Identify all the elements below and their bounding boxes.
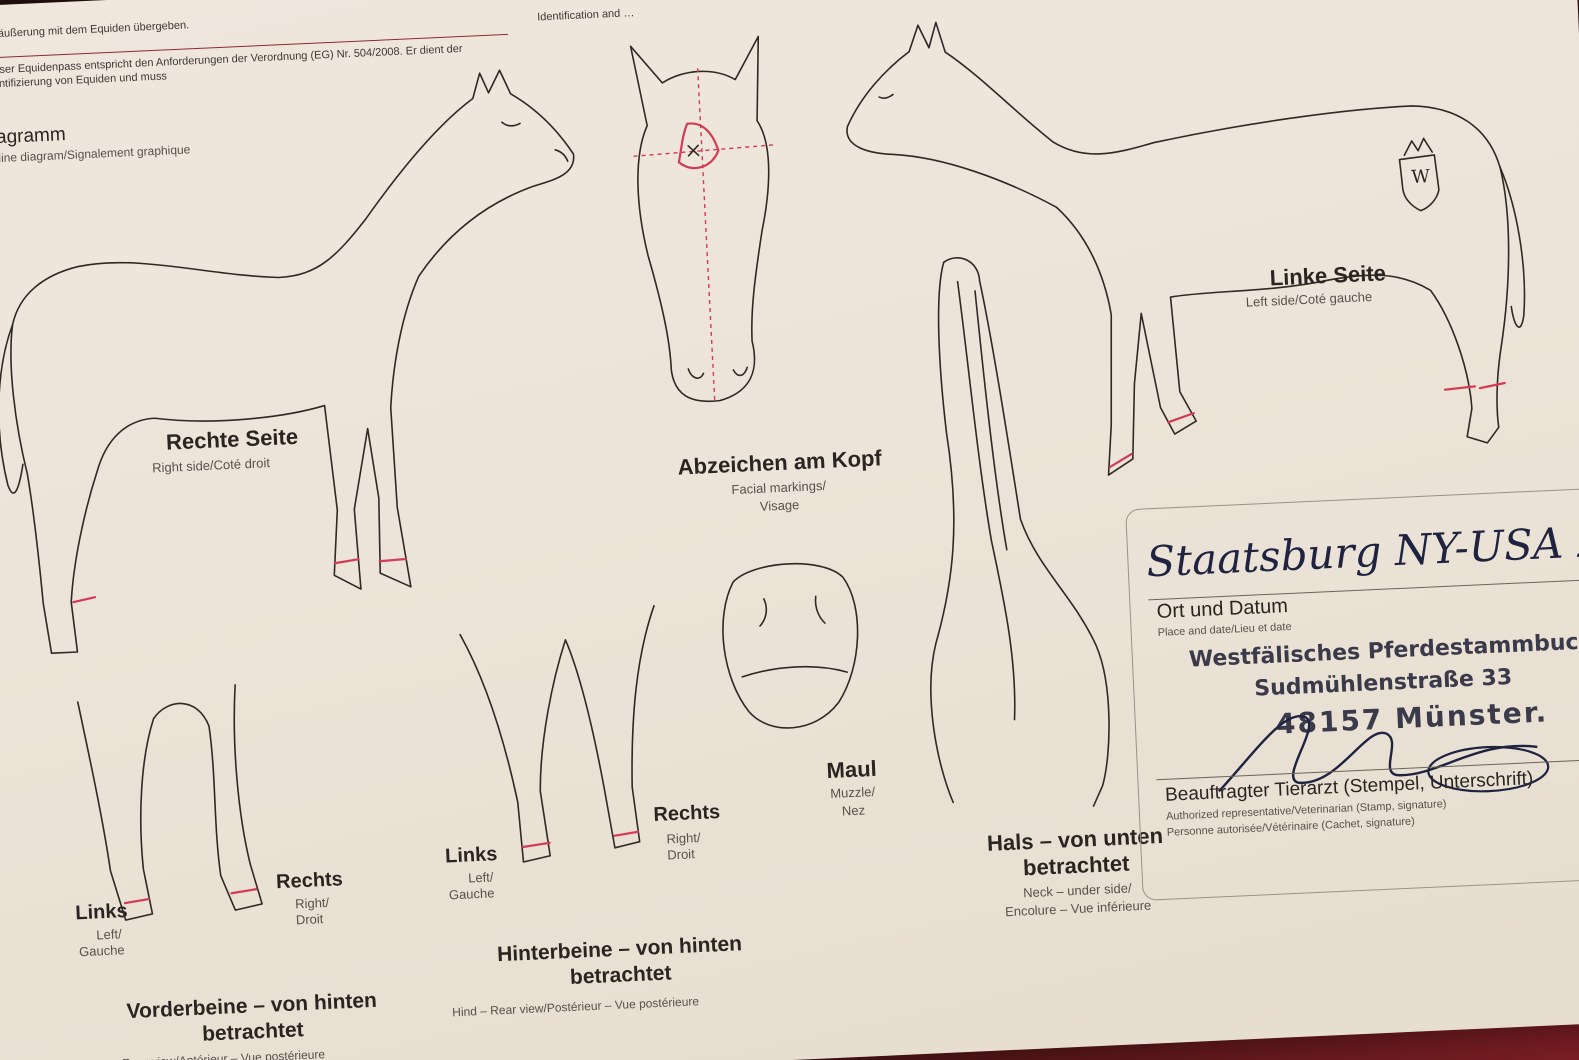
forelegs-right-label: Rechts <box>276 868 344 894</box>
hindlegs-left-sub-1: Left/ <box>468 869 494 885</box>
hindlegs-right-sub-1: Right/ <box>666 830 701 847</box>
forelegs-right-sub-2: Droit <box>296 911 324 927</box>
handwritten-place-date: Staatsburg NY-USA 28.09.2 <box>1145 511 1579 587</box>
horse-right-side-drawing <box>0 67 595 655</box>
hindlegs-left-label: Links <box>445 843 498 868</box>
place-date-label: Ort und Datum <box>1156 595 1288 624</box>
horse-head-front-drawing <box>628 36 784 406</box>
forelegs-right-sub-1: Right/ <box>295 895 330 912</box>
hindlegs-left-sub-2: Gauche <box>449 885 495 902</box>
place-date-sublabel: Place and date/Lieu et date <box>1157 621 1291 639</box>
hindlegs-right-label: Rechts <box>653 801 721 827</box>
horse-neck-underside-drawing <box>911 252 1113 813</box>
horse-muzzle-drawing <box>720 561 862 731</box>
left-side-label: Linke Seite <box>1269 260 1386 291</box>
horse-left-side-drawing <box>842 0 1532 486</box>
horse-forelegs-drawing <box>77 684 262 922</box>
forelegs-left-sub-1: Left/ <box>96 926 122 942</box>
brand-mark-letter: W <box>1411 166 1430 188</box>
horse-hindlegs-drawing <box>459 606 665 865</box>
certification-box: Staatsburg NY-USA 28.09.2 Ort und Datum … <box>1125 487 1579 900</box>
muzzle-label: Maul <box>801 755 902 786</box>
forelegs-left-label: Links <box>75 900 128 925</box>
hindlegs-right-sub-2: Droit <box>667 846 695 862</box>
forelegs-left-sub-2: Gauche <box>79 942 125 959</box>
